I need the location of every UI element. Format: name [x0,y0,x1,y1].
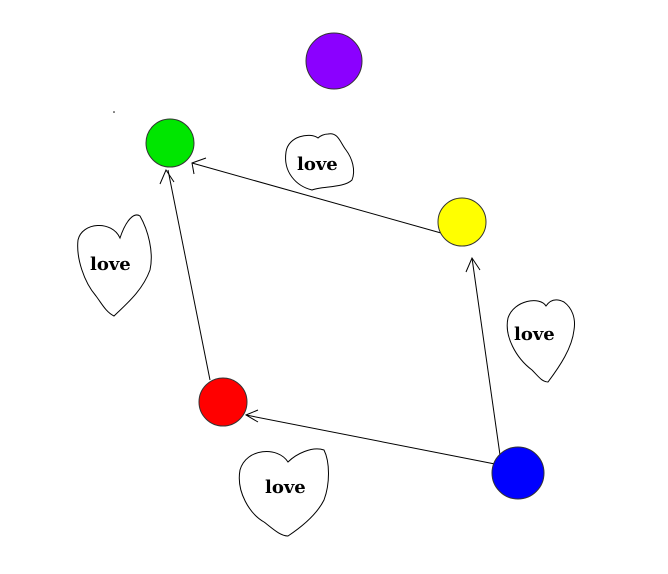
node-red [198,377,248,427]
edge-yellow-green [191,162,442,234]
heart-right: love [506,299,575,383]
heart-left: love [77,214,152,317]
arrowhead-red [244,409,259,423]
heart-left-label: love [90,254,131,275]
node-purple [305,32,363,90]
edge-blue-yellow [471,257,501,456]
heart-top-outline [285,133,355,191]
heart-bottom-outline [238,448,329,537]
heart-right-label: love [514,324,555,345]
edge-blue-red [245,414,501,466]
heart-bottom: love [238,448,329,537]
node-green [145,118,195,168]
heart-top-label: love [297,154,338,175]
arrowhead-green-from-red [159,168,175,185]
stray-dot [113,111,115,113]
heart-left-outline [77,214,152,317]
node-yellow [437,197,487,247]
heart-bottom-label: love [265,477,306,498]
heart-right-outline [506,299,575,383]
heart-top: love [285,133,355,191]
edge-red-green [167,169,211,381]
edges [159,157,501,466]
arrowhead-yellow [465,256,481,273]
arrowhead-green-from-yellow [191,157,207,175]
node-blue [491,446,545,500]
